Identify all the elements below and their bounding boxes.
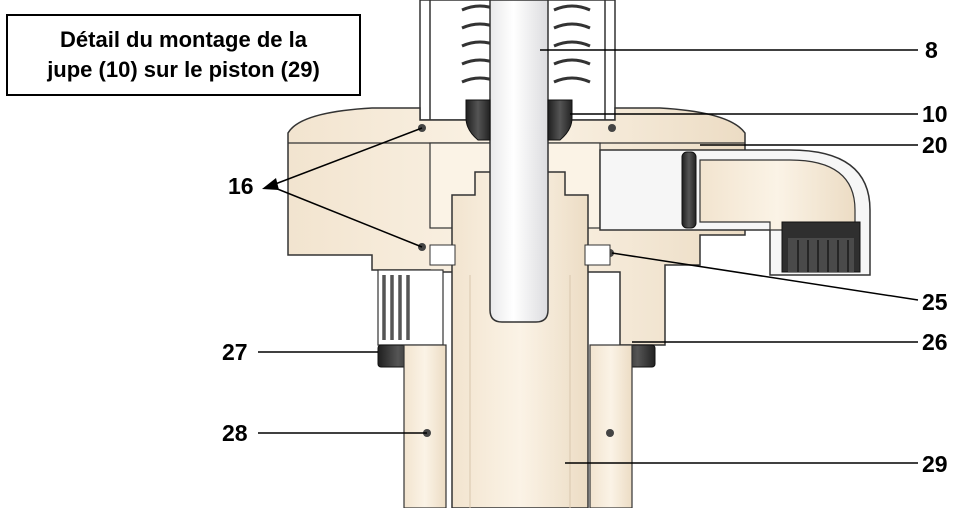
callout-27: 27 xyxy=(222,339,248,365)
callout-25: 25 xyxy=(922,289,948,315)
callout-10: 10 xyxy=(922,101,948,127)
leader-lines xyxy=(258,49,919,464)
title-box: Détail du montage de la jupe (10) sur le… xyxy=(6,14,361,96)
spring xyxy=(461,4,591,84)
callout-28: 28 xyxy=(222,420,248,446)
elbow-port xyxy=(599,149,871,276)
title-line-2: jupe (10) sur le piston (29) xyxy=(47,57,320,82)
skirt-seal xyxy=(465,99,573,141)
callout-8: 8 xyxy=(925,37,938,63)
callout-29: 29 xyxy=(922,451,948,477)
callout-16: 16 xyxy=(228,173,254,199)
leader-arrowheads xyxy=(262,178,279,190)
rod xyxy=(489,0,549,323)
callout-26: 26 xyxy=(922,329,948,355)
callout-20: 20 xyxy=(922,132,948,158)
title-line-1: Détail du montage de la xyxy=(60,27,307,52)
lower-housing xyxy=(377,124,656,509)
